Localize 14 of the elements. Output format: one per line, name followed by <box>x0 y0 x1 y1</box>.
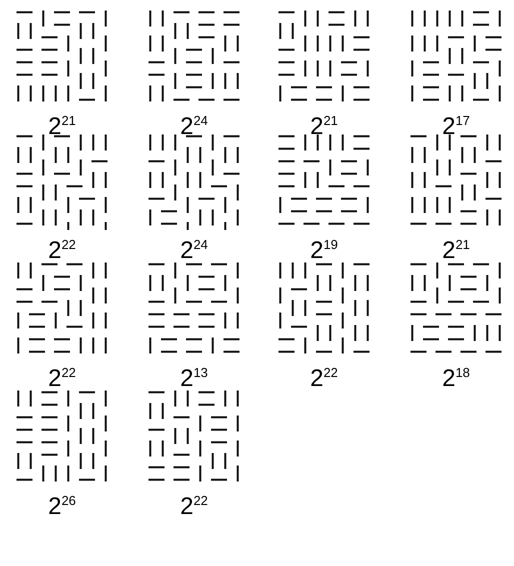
count-label: 2$^{24}$ <box>180 113 208 140</box>
count-label: 2$^{13}$ <box>180 365 208 392</box>
count-label: 2$^{17}$ <box>442 113 470 140</box>
count-label: 2$^{21}$ <box>310 113 338 140</box>
count-label: 2$^{21}$ <box>442 237 470 264</box>
count-label: 2$^{22}$ <box>48 365 76 392</box>
count-label: 2$^{22}$ <box>310 365 338 392</box>
count-label: 2$^{26}$ <box>48 493 76 520</box>
count-label: 2$^{24}$ <box>180 237 208 264</box>
count-label: 2$^{22}$ <box>48 237 76 264</box>
count-label: 2$^{19}$ <box>310 237 338 264</box>
count-label: 2$^{22}$ <box>180 493 208 520</box>
count-label: 2$^{18}$ <box>442 365 470 392</box>
count-label: 2$^{21}$ <box>48 113 76 140</box>
